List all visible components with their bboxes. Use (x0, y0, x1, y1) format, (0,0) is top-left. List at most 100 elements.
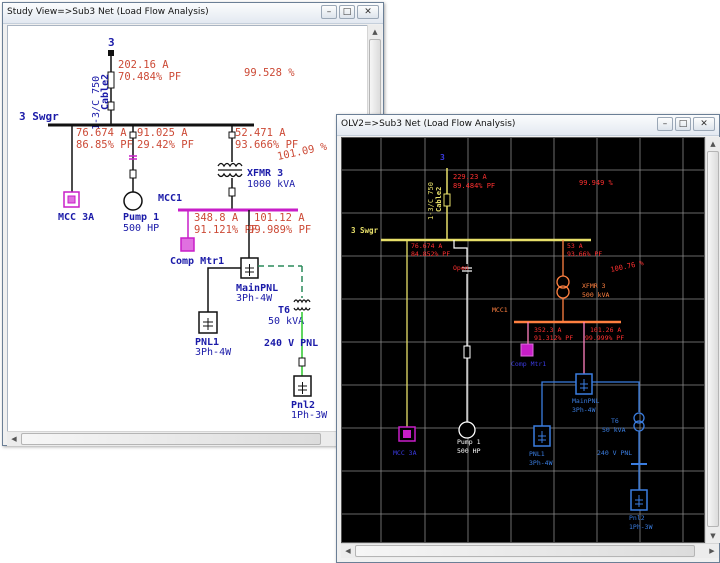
mcc-icon[interactable] (180, 237, 195, 252)
maximize-icon[interactable]: □ (339, 5, 355, 19)
close-icon[interactable]: ✕ (357, 5, 379, 19)
mcc1-branch2-pf: 99.999% PF (585, 334, 624, 342)
branch1-pf: 84.852% PF (411, 250, 450, 258)
close-icon[interactable]: ✕ (693, 117, 715, 131)
mcc1-branch1-amps: 348.8 A (194, 212, 239, 224)
mcc1-branch2-pf: 99.989% PF (248, 224, 311, 236)
transformer-icon[interactable] (633, 412, 645, 424)
scroll-up-icon[interactable]: ▲ (710, 140, 716, 148)
one-line-canvas[interactable]: 3 1-3/C 750 Cable2 229.23 A 89.484% PF 9… (341, 137, 705, 543)
one-line-diagram[interactable]: 3 1-3/C 750 Cable2 229.23 A 89.484% PF 9… (342, 138, 704, 542)
window-title: Study View=>Sub3 Net (Load Flow Analysis… (7, 7, 209, 17)
scroll-thumb[interactable] (21, 433, 321, 445)
pnl2-label[interactable]: Pnl2 (291, 400, 315, 411)
transformer-icon[interactable] (217, 162, 243, 178)
minimize-icon[interactable]: – (657, 117, 673, 131)
cable-amps: 202.16 A (118, 59, 169, 71)
t6-label[interactable]: T6 (278, 305, 290, 316)
cable-name: Cable2 (435, 187, 443, 212)
voltage-pct-top: 99.949 % (579, 179, 614, 187)
comp-mtr-label[interactable]: Comp Mtr1 (511, 360, 546, 368)
t6-kva: 50 kVA (268, 316, 304, 327)
mcc1-label[interactable]: MCC1 (492, 306, 508, 314)
pnl2-sub: 1Ph-3W (629, 523, 653, 531)
mcc1-branch2-amps: 101.12 A (254, 212, 305, 224)
branch1-pf: 86.85% PF (76, 139, 133, 151)
pnl1-label[interactable]: PNL1 (195, 337, 219, 348)
mainpnl-label[interactable]: MainPNL (236, 282, 278, 294)
scroll-down-icon[interactable]: ▼ (710, 532, 716, 540)
breaker-icon (228, 131, 236, 139)
pnl240-label[interactable]: 240 V PNL (264, 338, 318, 349)
pnl240-label[interactable]: 240 V PNL (597, 449, 632, 457)
cable-2-icon[interactable] (107, 71, 115, 89)
olv2-window: OLV2=>Sub3 Net (Load Flow Analysis) – □ … (336, 114, 720, 563)
study-view-window: Study View=>Sub3 Net (Load Flow Analysis… (2, 2, 384, 446)
scroll-up-icon[interactable]: ▲ (372, 28, 378, 36)
horizontal-scrollbar[interactable]: ◀ ▶ (341, 543, 719, 558)
title-bar[interactable]: OLV2=>Sub3 Net (Load Flow Analysis) – □ … (337, 115, 719, 136)
one-line-diagram[interactable]: 3 1-3/C 750 Cable2 202.16 A 70.484% PF 9… (8, 26, 380, 445)
cable-pf: 89.484% PF (453, 182, 495, 190)
branch1-amps: 76.674 A (411, 242, 442, 250)
xfmr-name[interactable]: XFMR 3 (582, 282, 606, 290)
breaker-icon (228, 187, 236, 197)
pnl1-sub: 3Ph-4W (195, 347, 232, 358)
bus-3-label[interactable]: 3 (440, 153, 445, 162)
breaker-icon (129, 169, 137, 179)
scroll-left-icon[interactable]: ◀ (11, 435, 17, 443)
cable-amps: 229.23 A (453, 173, 488, 181)
mcc1-branch1-pf: 91.121% PF (194, 224, 257, 236)
pnl2-sub: 1Ph-3W (291, 410, 328, 421)
voltage-pct-top: 99.528 % (244, 67, 295, 79)
cable-label: 1-3/C 750 (427, 182, 435, 220)
vertical-scrollbar[interactable]: ▲ ▼ (705, 137, 720, 543)
mcc1-label[interactable]: MCC1 (158, 193, 182, 204)
swgr-label[interactable]: 3 Swgr (19, 110, 59, 123)
cable-2-icon[interactable] (443, 193, 451, 207)
scroll-thumb[interactable] (355, 545, 695, 557)
pump-hp: 500 HP (123, 223, 159, 234)
scroll-right-icon[interactable]: ▶ (709, 547, 715, 555)
t6-label[interactable]: T6 (611, 417, 619, 425)
bus-3-node[interactable] (108, 50, 114, 56)
pump-hp: 500 HP (457, 447, 481, 455)
branch3-amps: 52.471 A (235, 127, 286, 139)
breaker-icon (129, 131, 137, 139)
breaker-icon (463, 345, 471, 359)
transformer-icon[interactable] (293, 299, 311, 311)
breaker-icon (298, 357, 306, 367)
comp-mtr-label[interactable]: Comp Mtr1 (170, 256, 224, 267)
scroll-thumb[interactable] (707, 151, 719, 527)
mainpnl-sub: 3Ph-4W (236, 293, 273, 304)
scroll-left-icon[interactable]: ◀ (345, 547, 351, 555)
xfmr-kva: 1000 kVA (247, 179, 295, 190)
mcc3a-label[interactable]: MCC 3A (58, 212, 94, 223)
xfmr-kva: 500 kVA (582, 291, 609, 299)
motor-icon[interactable] (123, 191, 143, 211)
cable-name: Cable2 (100, 74, 111, 110)
bus-3-label[interactable]: 3 (108, 36, 115, 49)
one-line-canvas[interactable]: 3 1-3/C 750 Cable2 202.16 A 70.484% PF 9… (7, 25, 381, 445)
title-bar[interactable]: Study View=>Sub3 Net (Load Flow Analysis… (3, 3, 383, 24)
mcc3a-label[interactable]: MCC 3A (393, 449, 417, 457)
branch3-pf: 93.666% PF (235, 139, 298, 151)
minimize-icon[interactable]: – (321, 5, 337, 19)
t6-kva: 50 kVA (602, 426, 626, 434)
branch2-amps: 53 A (567, 242, 583, 250)
mainpnl-label[interactable]: MainPNL (572, 397, 599, 405)
branch2-amps: 91.025 A (137, 127, 188, 139)
xfmr-name[interactable]: XFMR 3 (247, 168, 283, 179)
branch2-pf: 93.66% PF (567, 250, 602, 258)
pnl1-label[interactable]: PNL1 (529, 450, 545, 458)
mcc-icon[interactable] (520, 343, 534, 357)
transformer-icon[interactable] (556, 275, 570, 289)
cable-label: 1-3/C 750 (91, 76, 102, 130)
horizontal-scrollbar[interactable]: ◀ (7, 431, 381, 446)
motor-icon[interactable] (458, 421, 476, 439)
pump-name[interactable]: Pump 1 (457, 438, 481, 446)
pump-name[interactable]: Pump 1 (123, 212, 159, 223)
maximize-icon[interactable]: □ (675, 117, 691, 131)
swgr-label[interactable]: 3 Swgr (351, 226, 379, 235)
pnl2-label[interactable]: Pnl2 (629, 514, 645, 522)
